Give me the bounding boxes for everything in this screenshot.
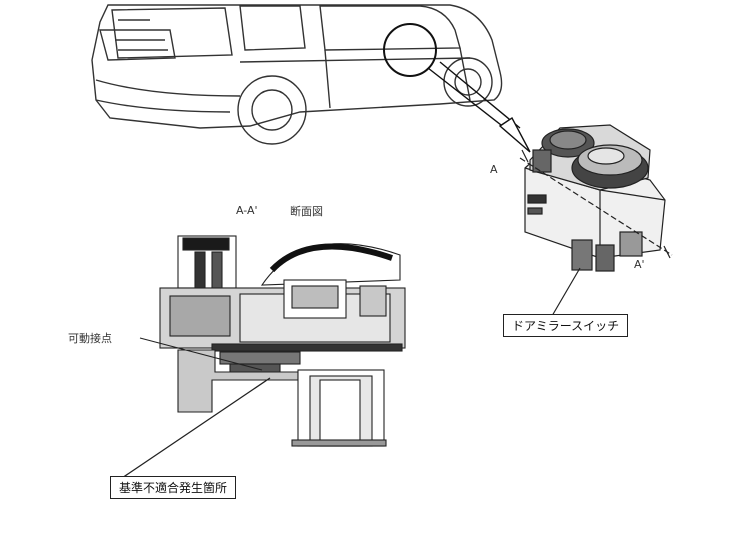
nonconformity-leader: [121, 377, 271, 479]
section-marker-left: A: [490, 163, 498, 176]
section-marker-right: A': [634, 258, 645, 271]
cross-section-illustration: [159, 235, 406, 447]
section-title-ref: A-A': [236, 204, 258, 217]
door-mirror-switch-label: ドアミラースイッチ: [503, 314, 629, 337]
minivan-illustration: [91, 4, 503, 145]
moving-contact-label: 可動接点: [68, 332, 112, 345]
nonconformity-location-label: 基準不適合発生箇所: [110, 476, 237, 499]
door-mirror-switch-illustration: [519, 124, 673, 272]
callout-arrow: [427, 61, 531, 153]
section-title-text: 断面図: [290, 205, 323, 218]
moving-contact-leader: [139, 337, 263, 371]
switch-leader-line: [551, 267, 581, 317]
